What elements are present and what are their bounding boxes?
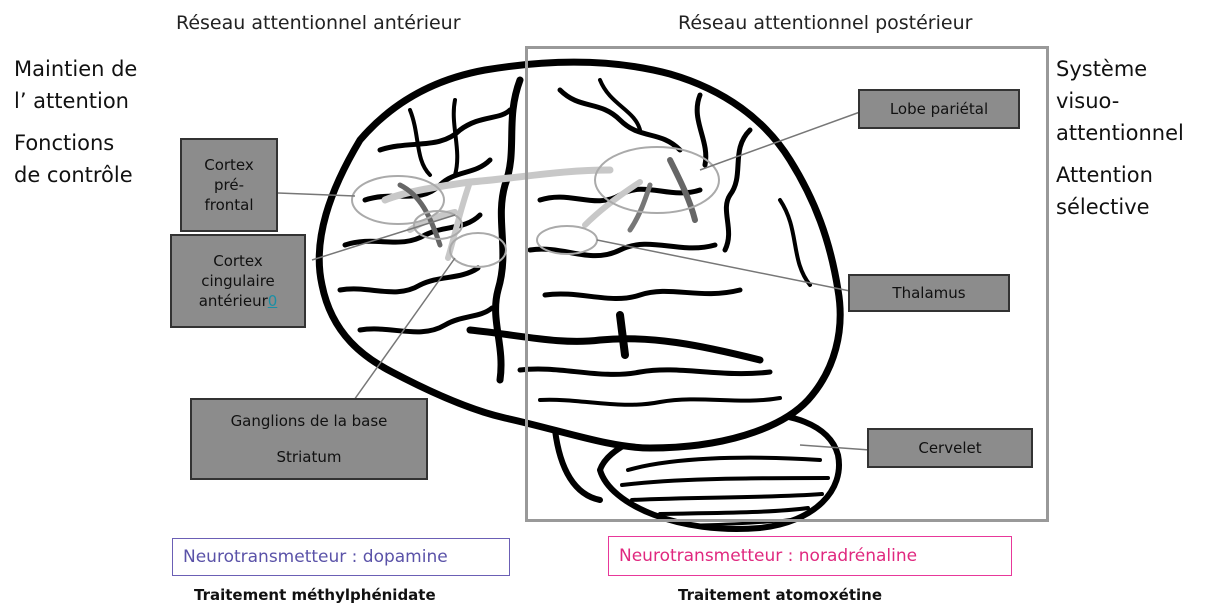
label-basal-ganglia: Ganglions de la base Striatum [190,398,428,480]
label-prefrontal-line-2: pré- [214,175,244,195]
label-thalamus: Thalamus [848,274,1010,312]
label-cingulate-line-1: Cortex [213,251,263,271]
treatment-methylphenidate: Traitement méthylphénidate [194,586,436,604]
label-cingulate-line-2: cingulaire [201,271,275,291]
label-parietal-text: Lobe pariétal [890,99,988,119]
label-prefrontal-line-3: frontal [204,195,253,215]
label-parietal-lobe: Lobe pariétal [858,89,1020,129]
neurotransmitter-dopamine-text: Neurotransmetteur : dopamine [183,547,448,567]
label-basal-line-2: Striatum [277,439,342,475]
cingulate-reference-link[interactable]: 0 [268,292,278,310]
label-cingulate-word: antérieur [199,292,268,310]
label-cerebellum: Cervelet [867,428,1033,468]
label-cerebellum-text: Cervelet [918,438,981,458]
label-cingulate-line-3: antérieur0 [199,291,278,311]
label-prefrontal-line-1: Cortex [204,155,254,175]
neurotransmitter-dopamine-box: Neurotransmetteur : dopamine [172,538,510,576]
label-basal-line-1: Ganglions de la base [231,403,388,439]
label-cingulate-cortex: Cortex cingulaire antérieur0 [170,234,306,328]
neurotransmitter-noradrenaline-box: Neurotransmetteur : noradrénaline [608,536,1012,576]
treatment-atomoxetine: Traitement atomoxétine [678,586,882,604]
label-thalamus-text: Thalamus [892,283,965,303]
label-prefrontal-cortex: Cortex pré- frontal [180,138,278,232]
neurotransmitter-noradrenaline-text: Neurotransmetteur : noradrénaline [619,546,917,566]
